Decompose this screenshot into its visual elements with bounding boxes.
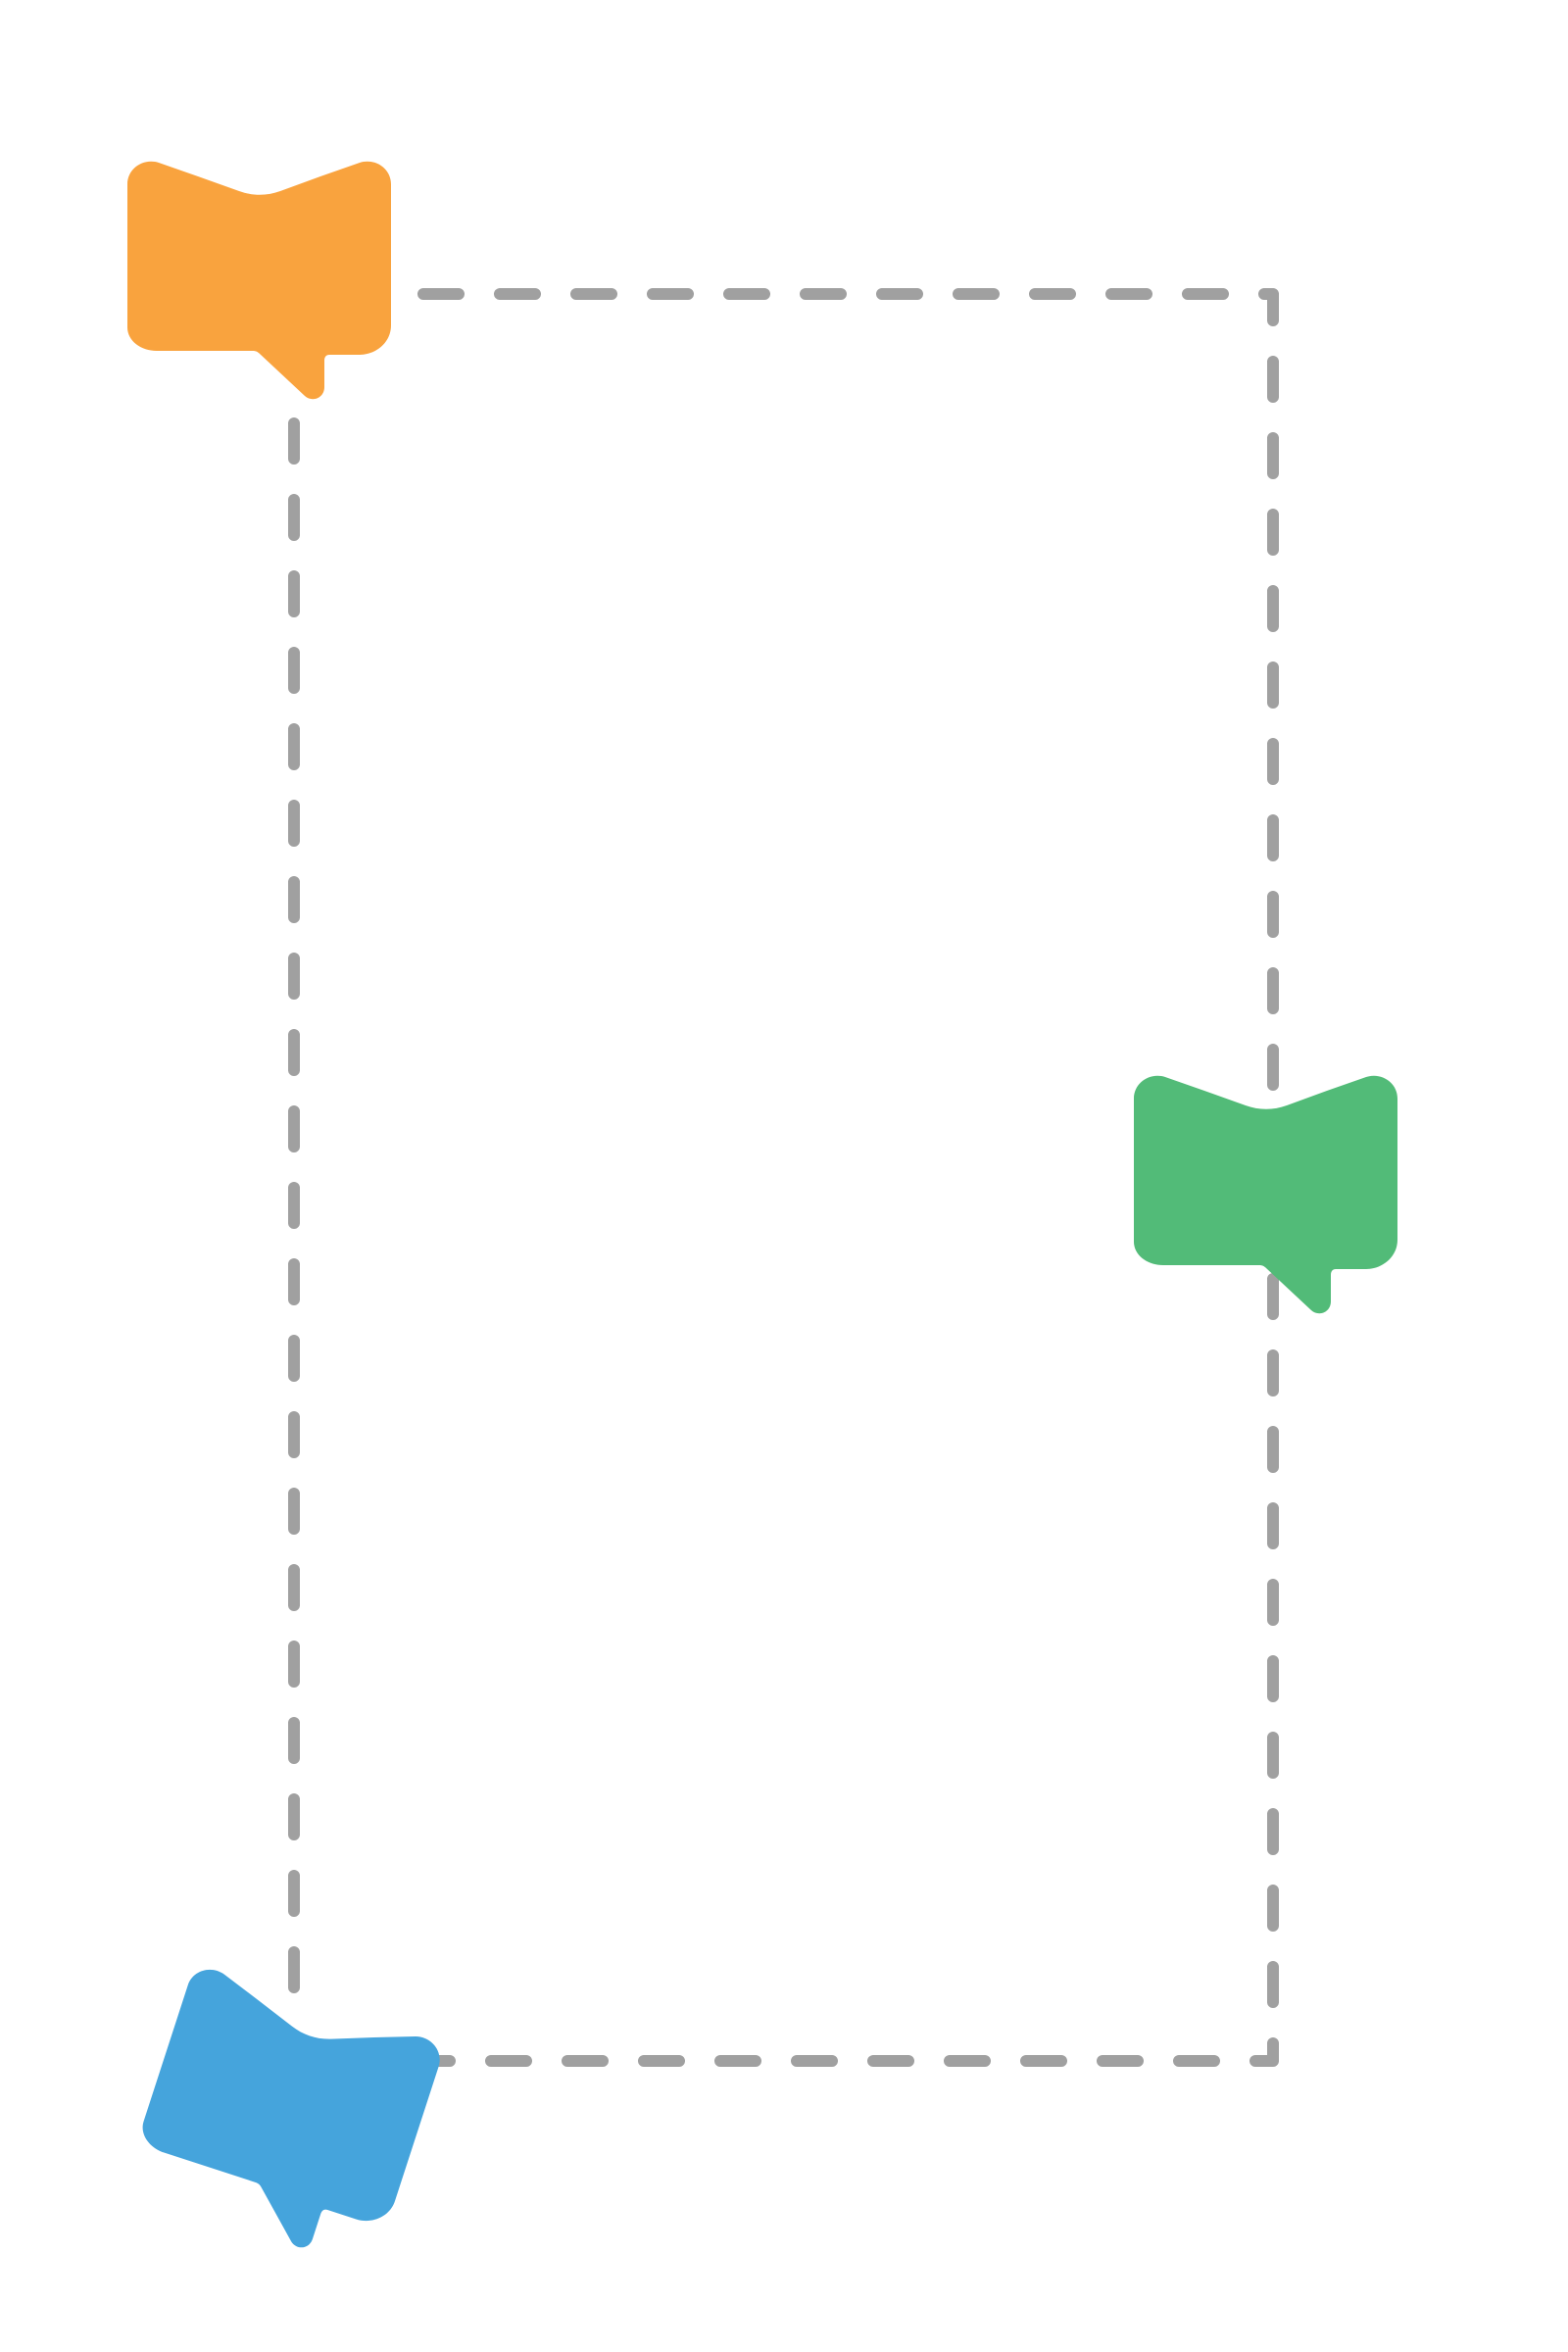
orange-bookmark-bubble-icon bbox=[127, 161, 391, 400]
blue-bookmark-bubble-icon bbox=[121, 1963, 446, 2272]
green-bookmark-bubble-icon bbox=[1134, 1075, 1397, 1314]
connector-path bbox=[288, 288, 1279, 2067]
